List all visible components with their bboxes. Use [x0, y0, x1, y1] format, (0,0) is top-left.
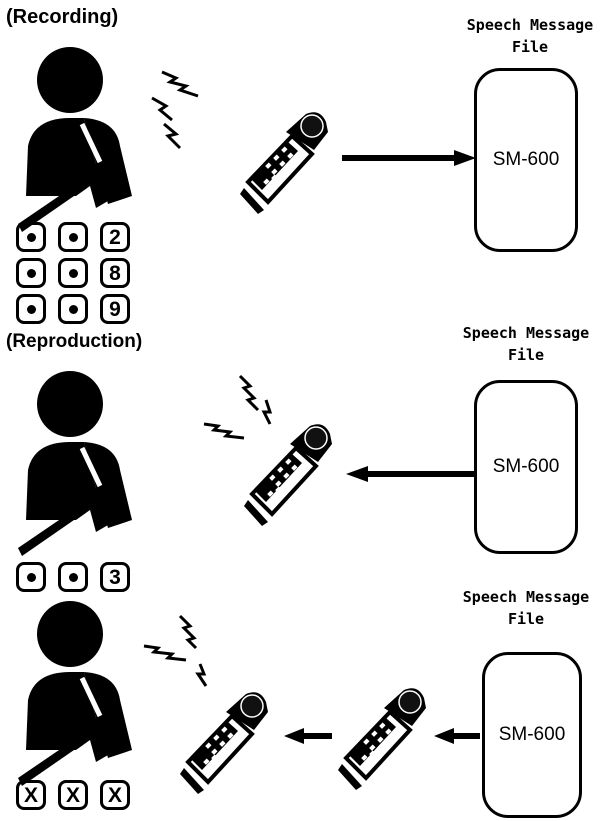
- mobile-phone-icon: [238, 110, 330, 216]
- sm-600-label: SM-600: [492, 456, 560, 477]
- mobile-phone-icon: [336, 686, 428, 792]
- file-title: Speech Message File: [462, 588, 590, 628]
- keypad-reproduction: 3: [16, 562, 130, 592]
- key-dot: [16, 258, 46, 288]
- person-icon: [12, 600, 132, 790]
- recording-heading: (Recording): [6, 6, 119, 28]
- key-digit: 3: [100, 562, 130, 592]
- radio-wave-icon: [203, 374, 273, 440]
- mobile-phone-icon: [178, 690, 270, 796]
- key-dot: [58, 258, 88, 288]
- mobile-phone-icon: [242, 422, 334, 528]
- key-x: X: [58, 780, 88, 810]
- key-dot: [16, 562, 46, 592]
- arrow-icon: [284, 728, 332, 744]
- sm-600-box: SM-600: [474, 380, 578, 554]
- key-x: X: [16, 780, 46, 810]
- key-x: X: [100, 780, 130, 810]
- radio-wave-icon: [151, 70, 199, 150]
- sm-600-label: SM-600: [492, 149, 560, 170]
- arrow-icon: [434, 728, 480, 744]
- person-icon: [12, 46, 132, 236]
- key-digit: 9: [100, 294, 130, 324]
- key-dot: [16, 222, 46, 252]
- keypad-forwarding: X X X: [16, 780, 130, 810]
- key-dot: [58, 562, 88, 592]
- radio-wave-icon: [143, 614, 208, 687]
- person-icon: [12, 370, 132, 560]
- file-title: Speech Message File: [462, 324, 590, 364]
- key-dot: [58, 294, 88, 324]
- keypad-recording: 2 8 9: [16, 222, 130, 324]
- sm-600-box: SM-600: [482, 652, 582, 818]
- key-digit: 8: [100, 258, 130, 288]
- key-dot: [58, 222, 88, 252]
- reproduction-heading: (Reproduction): [6, 331, 143, 352]
- key-digit: 2: [100, 222, 130, 252]
- sm-600-box: SM-600: [474, 68, 578, 252]
- arrow-icon: [342, 150, 476, 166]
- sm-600-label: SM-600: [498, 724, 566, 745]
- arrow-icon: [346, 466, 478, 482]
- key-dot: [16, 294, 46, 324]
- file-title: Speech Message File: [466, 16, 594, 56]
